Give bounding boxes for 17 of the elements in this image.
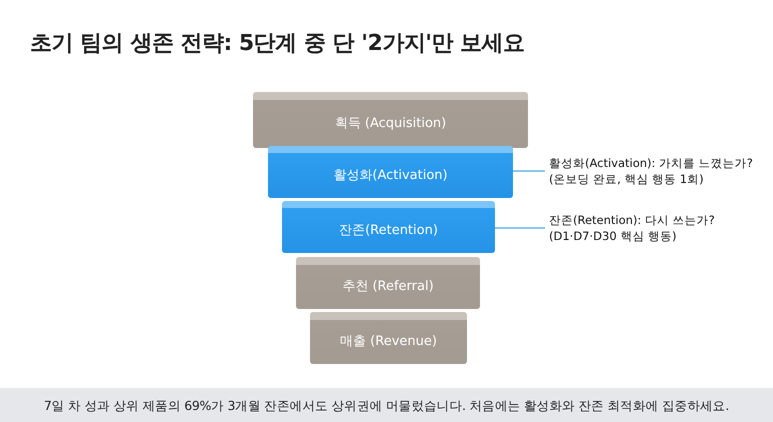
stage-label: 획득 (Acquisition)	[334, 115, 446, 132]
annotation-text: 잔존(Retention): 다시 쓰는가?	[549, 212, 716, 228]
caption: 7일 차 성과 상위 제품의 69%가 3개월 잔존에서도 상위권에 머물렀습니다. 처음에는 활성화와 잔존 최적화에 집중하세요.	[42, 398, 730, 415]
funnel-stage	[253, 92, 528, 148]
funnel-stage	[310, 312, 467, 364]
stage-label: 추천 (Referral)	[342, 278, 434, 295]
funnel-stage	[268, 146, 513, 198]
stage-label: 활성화(Activation)	[333, 167, 448, 184]
leader-line	[495, 227, 545, 229]
leader-line	[513, 170, 545, 172]
funnel-stage	[282, 201, 495, 253]
slide-title: 초기 팀의 생존 전략: 5단계 중 단 '2가지'만 보세요	[30, 30, 525, 58]
funnel-stage	[296, 257, 480, 309]
stage-label: 매출 (Revenue)	[340, 333, 437, 350]
annotation-note: (D1·D7·D30 핵심 행동)	[549, 228, 678, 244]
annotation-note: (온보딩 완료, 핵심 행동 1회)	[549, 171, 705, 187]
stage-label: 잔존(Retention)	[339, 222, 438, 239]
